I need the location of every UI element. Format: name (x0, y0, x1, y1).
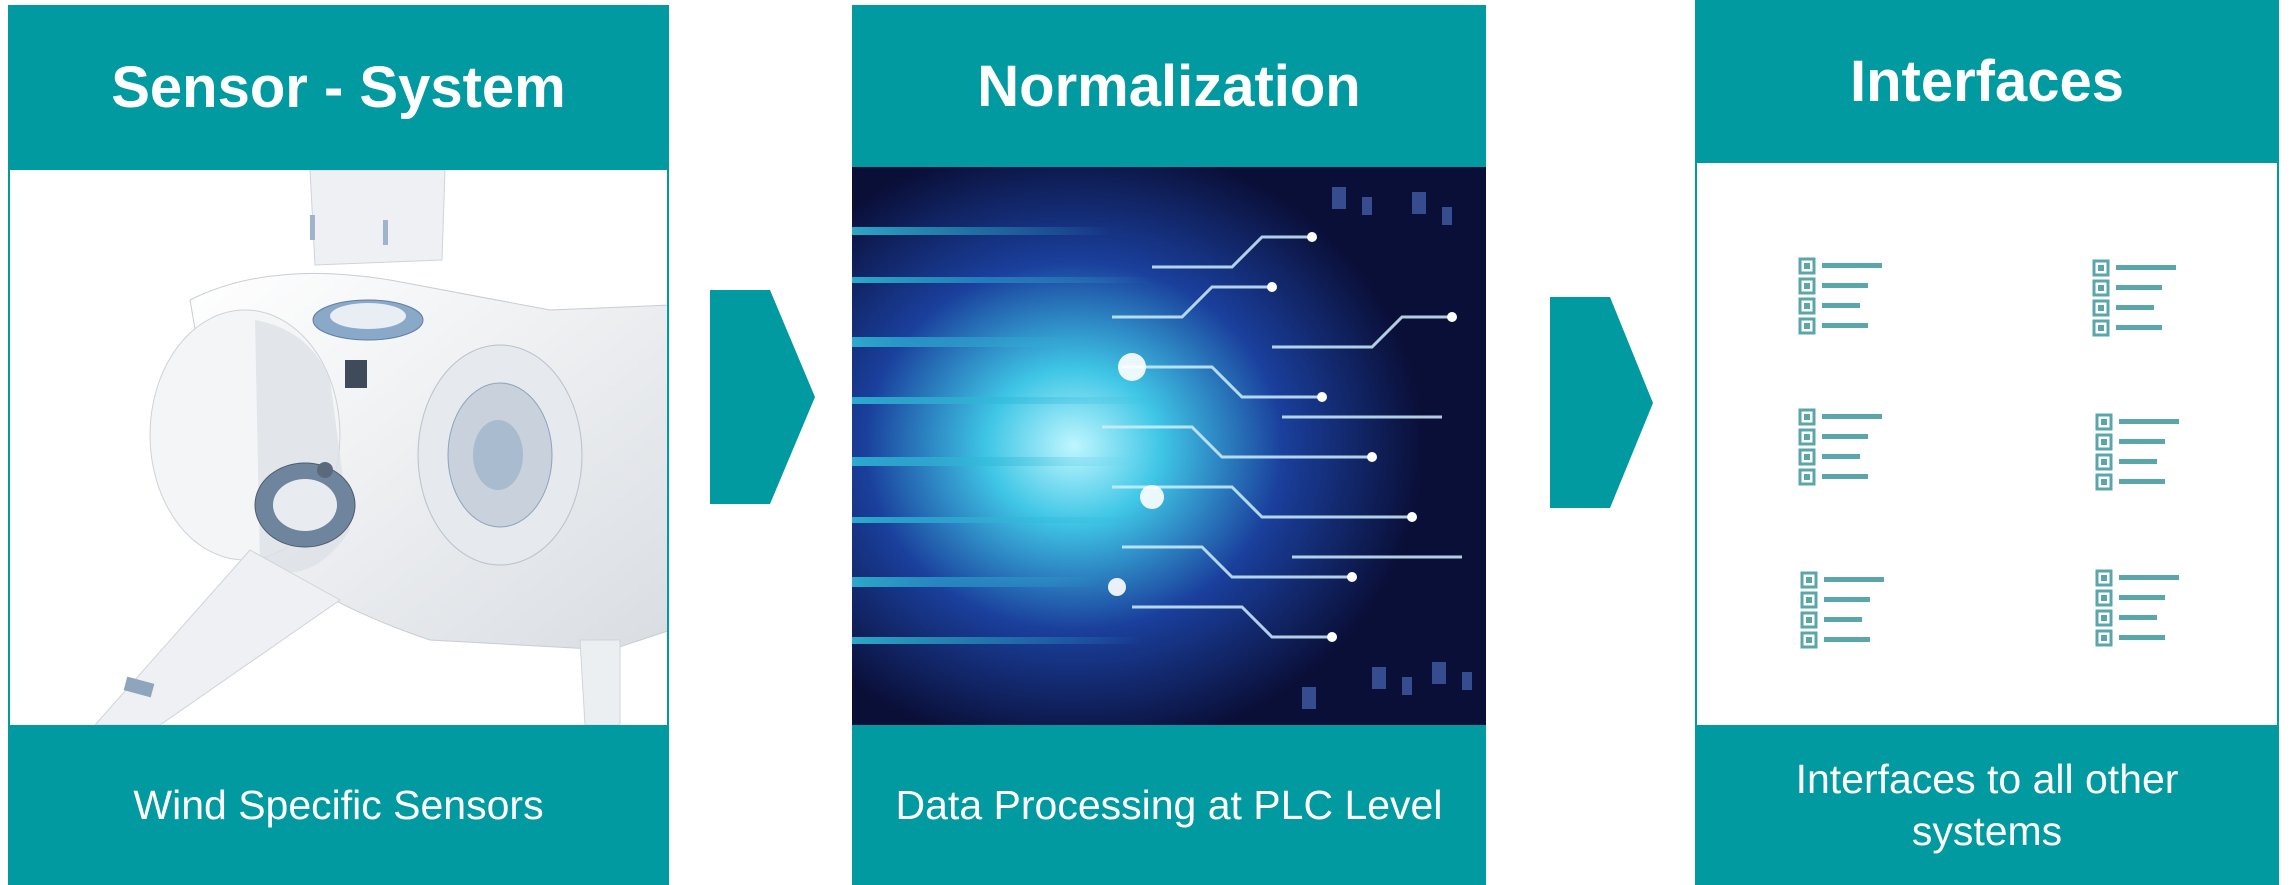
list-icon (2092, 259, 2178, 337)
list-icon (1800, 571, 1886, 649)
panel-title-normalization: Normalization (852, 5, 1486, 167)
list-icon (2095, 569, 2181, 647)
list-icon (1798, 257, 1884, 335)
panel-caption-sensor-system: Wind Specific Sensors (8, 725, 669, 885)
panel-title-interfaces: Interfaces (1695, 0, 2279, 163)
list-icon (1798, 408, 1884, 486)
wind-turbine-hub-illustration (94, 170, 667, 725)
circuit-data-image (852, 167, 1486, 725)
panel-title-sensor-system: Sensor - System (8, 5, 669, 170)
panel-caption-interfaces: Interfaces to all other systems (1695, 725, 2279, 885)
wind-turbine-image (8, 170, 669, 725)
panel-caption-normalization: Data Processing at PLC Level (852, 725, 1486, 885)
interfaces-list-icons (1695, 163, 2279, 725)
list-icon (2095, 413, 2181, 491)
circuit-data-illustration (852, 167, 1486, 725)
chevron-right-icon (1550, 297, 1653, 508)
chevron-right-icon (710, 290, 815, 504)
